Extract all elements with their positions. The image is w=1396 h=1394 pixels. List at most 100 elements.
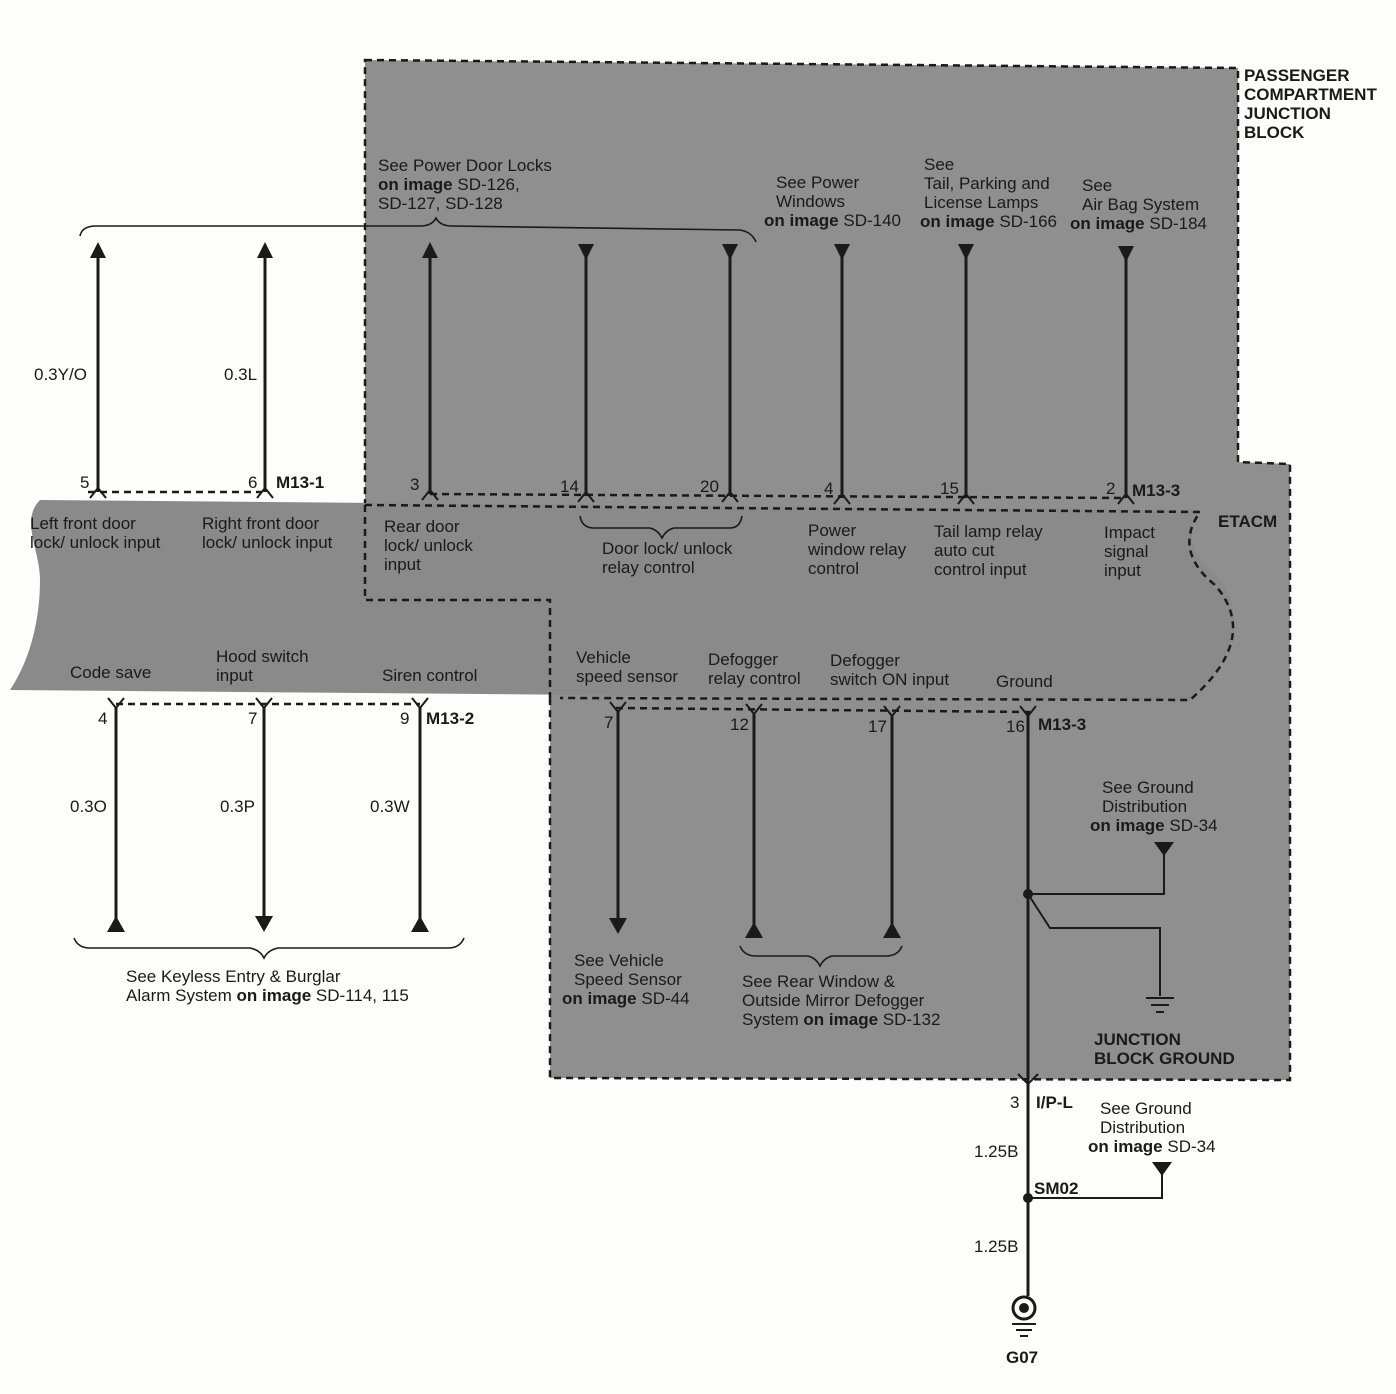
pin-number: 16 (1006, 717, 1025, 736)
etacm-title: ETACM (1218, 512, 1277, 531)
bottom-wire-7 (255, 697, 273, 932)
ref-vehicle-speed: See Vehicle Speed Sensor on image SD-44 (562, 951, 690, 1008)
svg-text:Alarm System on image SD-114,: Alarm System on image SD-114, 115 (126, 986, 409, 1005)
junction-block-ground-label: JUNCTION BLOCK GROUND (1094, 1030, 1235, 1068)
ref-gd2-line-2: Distribution (1100, 1118, 1185, 1137)
arrow-down-icon (1118, 246, 1134, 262)
pin-function-label: Hood switch (216, 647, 309, 666)
pin-function-label: control (808, 559, 859, 578)
arrow-up-icon (883, 922, 901, 938)
etacm-outline (364, 503, 1235, 702)
pin-number: 17 (868, 717, 887, 736)
pin-number: 20 (700, 477, 719, 496)
wire-color-label: 0.3O (70, 797, 107, 816)
ref-tail-lamps: See Tail, Parking and License Lamps on i… (920, 155, 1057, 231)
ref-pdl-on-image: on image (378, 175, 453, 194)
jb-title-line-3: JUNCTION (1244, 104, 1331, 123)
ref-tl-on-image: on image (920, 212, 995, 231)
arrow-down-icon (834, 244, 850, 260)
pin-number: 4 (98, 709, 107, 728)
wire-color-label: 0.3W (370, 797, 410, 816)
ground-network (1011, 712, 1174, 1337)
m13-3-top-dash (429, 492, 1127, 500)
ref-gd1-on-image: on image (1090, 816, 1165, 835)
pin-number: 9 (400, 709, 409, 728)
pin-function-label: window relay (807, 540, 907, 559)
bottom-wire-7 (609, 701, 627, 934)
bottom-wire-4 (107, 697, 125, 932)
ref-gd1-line-3: SD-34 (1169, 816, 1217, 835)
svg-text:on image SD-184: on image SD-184 (1070, 214, 1207, 233)
ref-gd2-line-1: See Ground (1100, 1099, 1192, 1118)
ref-gd1-line-2: Distribution (1102, 797, 1187, 816)
ref-rd-on-image: on image (803, 1010, 878, 1029)
ref-ke-line-3: SD-114, 115 (316, 986, 409, 1005)
ground-wire-1-label: 1.25B (974, 1142, 1018, 1161)
ref-gd1-line-1: See Ground (1102, 778, 1194, 797)
ref-ke-line-2: Alarm System (126, 986, 232, 1005)
top-wire-15 (957, 244, 975, 505)
ref-ground-distribution-2: See Ground Distribution on image SD-34 (1088, 1099, 1216, 1156)
svg-text:on image SD-166: on image SD-166 (920, 212, 1057, 231)
defogger-brace (739, 945, 903, 968)
ref-ab-line-3: SD-184 (1149, 214, 1207, 233)
ref-gd2-line-3: SD-34 (1167, 1137, 1215, 1156)
ground-wire-2-label: 1.25B (974, 1237, 1018, 1256)
pin-function-label: auto cut (934, 541, 995, 560)
top-wire-14 (577, 244, 595, 503)
pin-function-label: lock/ unlock (384, 536, 473, 555)
pin-function-label: Defogger (708, 650, 778, 669)
dlr-line-2: relay control (602, 558, 695, 577)
ref-gd2-on-image: on image (1088, 1137, 1163, 1156)
pin-function-label: Code save (70, 663, 151, 682)
pin-number: 3 (410, 475, 419, 494)
svg-text:on image SD-126,: on image SD-126, (378, 175, 520, 194)
ref-tl-line-1: See (924, 155, 954, 174)
pin-function-label: input (1104, 561, 1141, 580)
jbg-line-2: BLOCK GROUND (1094, 1049, 1235, 1068)
arrow-down-icon (958, 244, 974, 260)
ipl-pin-number: 3 (1010, 1093, 1019, 1112)
svg-text:on image SD-44: on image SD-44 (562, 989, 690, 1008)
svg-text:on image SD-34: on image SD-34 (1090, 816, 1218, 835)
keyless-brace (73, 937, 465, 960)
connector-m13-1: M13-1 (276, 473, 324, 492)
jbg-line-1: JUNCTION (1094, 1030, 1181, 1049)
pin-function-label: signal (1104, 542, 1148, 561)
arrow-up-icon (257, 242, 273, 258)
ref-vs-line-1: See Vehicle (574, 951, 664, 970)
pin-function-label: control input (934, 560, 1027, 579)
ref-ke-on-image: on image (237, 986, 312, 1005)
bottom-wire-17 (883, 705, 901, 938)
ref-ground-distribution-1: See Ground Distribution on image SD-34 (1090, 778, 1218, 835)
top-left-brace (79, 216, 757, 243)
top-wire-20 (721, 244, 739, 503)
ref-rd-line-1: See Rear Window & (742, 972, 896, 991)
ref-tl-line-4: SD-166 (999, 212, 1057, 231)
ref-ab-line-1: See (1082, 176, 1112, 195)
dlr-line-1: Door lock/ unlock (602, 539, 733, 558)
ref-pw-line-3: SD-140 (843, 211, 901, 230)
wires (89, 242, 1135, 938)
connector-ipl: I/P-L (1036, 1093, 1073, 1112)
ref-rear-defogger: See Rear Window & Outside Mirror Defogge… (742, 972, 940, 1029)
ref-power-windows: See Power Windows on image SD-140 (764, 173, 901, 230)
m13-3-bottom-dash (615, 706, 1031, 714)
pin-function-label: Right front door (202, 514, 320, 533)
connector-m13-3-top: M13-3 (1132, 481, 1180, 500)
ref-tl-line-2: Tail, Parking and (924, 174, 1050, 193)
ref-vs-line-3: SD-44 (641, 989, 689, 1008)
ref-rd-line-3: System (742, 1010, 799, 1029)
pin-function-label: Impact (1104, 523, 1155, 542)
top-wire-3 (421, 242, 439, 501)
ref-tl-line-3: License Lamps (924, 193, 1038, 212)
ref-ke-line-1: See Keyless Entry & Burglar (126, 967, 341, 986)
wire-color-label: 0.3P (220, 797, 255, 816)
pin-number: 6 (248, 473, 257, 492)
jb-title-line-1: PASSENGER (1244, 66, 1350, 85)
pin-number: 12 (730, 715, 749, 734)
ref-vs-line-2: Speed Sensor (574, 970, 682, 989)
junction-block-title: PASSENGER COMPARTMENT JUNCTION BLOCK (1244, 66, 1377, 142)
jb-title-line-4: BLOCK (1244, 123, 1305, 142)
